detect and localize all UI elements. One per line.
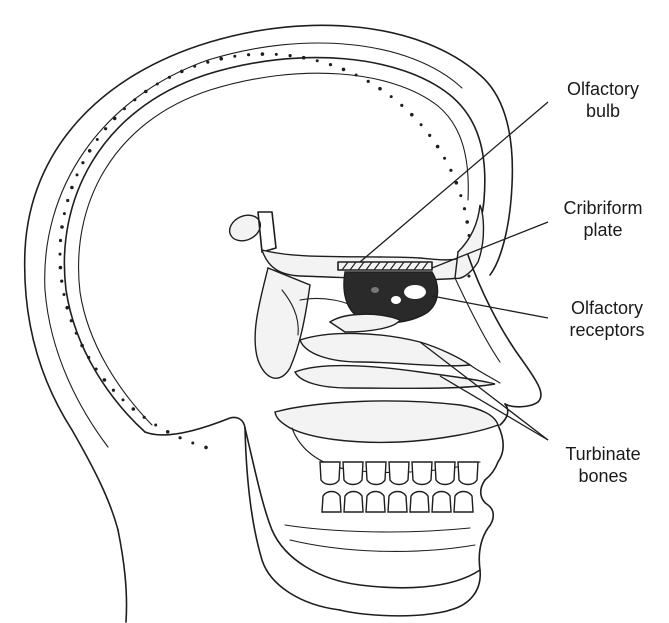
lower-tooth bbox=[410, 492, 429, 513]
upper-tooth bbox=[366, 462, 386, 485]
diploe-dot bbox=[367, 80, 370, 83]
lower-tooth bbox=[366, 492, 385, 513]
diploe-dot bbox=[59, 253, 62, 256]
diploe-dot bbox=[144, 90, 148, 94]
label-turbinate-bones: Turbinate bones bbox=[548, 443, 658, 487]
upper-tooth bbox=[320, 462, 340, 485]
upper-teeth bbox=[320, 462, 478, 485]
label-olfactory-bulb: Olfactory bulb bbox=[548, 78, 658, 122]
diploe-dot bbox=[143, 416, 146, 419]
diploe-dot bbox=[247, 53, 250, 56]
diploe-dot bbox=[59, 239, 62, 242]
diploe-dot bbox=[191, 442, 194, 445]
label-olfactory-bulb-line1: Olfactory bbox=[548, 78, 658, 100]
diploe-dot bbox=[88, 149, 92, 153]
diploe-dot bbox=[166, 430, 170, 434]
diploe-dot bbox=[428, 134, 431, 137]
lower-tooth bbox=[322, 492, 341, 513]
upper-tooth bbox=[412, 462, 432, 485]
diploe-dot bbox=[193, 65, 196, 68]
diploe-dot bbox=[81, 161, 84, 164]
label-cribriform-plate-line2: plate bbox=[548, 219, 658, 241]
diploe-dot bbox=[436, 145, 440, 149]
diploe-dot bbox=[70, 186, 74, 190]
leader-cribriform-plate bbox=[432, 222, 548, 268]
diploe-dot bbox=[233, 55, 236, 58]
diploe-dot bbox=[59, 266, 63, 270]
diploe-dot bbox=[113, 117, 117, 121]
lower-teeth bbox=[322, 492, 473, 513]
diploe-dot bbox=[467, 275, 470, 278]
label-cribriform-plate: Cribriform plate bbox=[548, 197, 658, 241]
diploe-dot bbox=[420, 123, 423, 126]
diploe-dot bbox=[459, 194, 462, 197]
diploe-dot bbox=[112, 389, 115, 392]
label-olfactory-receptors-line1: Olfactory bbox=[548, 297, 666, 319]
diploe-dot bbox=[390, 95, 393, 98]
upper-tooth bbox=[435, 462, 455, 485]
neck-outline bbox=[118, 417, 340, 622]
diploe-dot bbox=[206, 61, 209, 64]
label-olfactory-receptors-line2: receptors bbox=[548, 319, 666, 341]
diploe-dot bbox=[154, 424, 157, 427]
diploe-dot bbox=[65, 306, 69, 310]
diploe-dot bbox=[261, 52, 265, 56]
leader-olfactory-receptors bbox=[432, 296, 548, 318]
upper-tooth bbox=[343, 462, 363, 485]
diploe-dot bbox=[75, 332, 78, 335]
diploe-dot bbox=[104, 127, 107, 130]
diploe-dot bbox=[80, 344, 84, 348]
diploe-dot bbox=[63, 212, 66, 215]
diploe-dot bbox=[70, 319, 73, 322]
diploe-dot bbox=[400, 104, 403, 107]
diploe-dot bbox=[66, 199, 69, 202]
diploe-dot bbox=[204, 446, 208, 450]
diploe-dot bbox=[103, 378, 107, 382]
diploe-dot bbox=[329, 63, 332, 66]
label-olfactory-bulb-line2: bulb bbox=[548, 100, 658, 122]
label-olfactory-receptors: Olfactory receptors bbox=[548, 297, 666, 341]
diploe-dot bbox=[156, 83, 159, 86]
diploe-dot bbox=[60, 225, 64, 229]
lower-tooth bbox=[388, 492, 407, 513]
diploe-dot bbox=[179, 436, 182, 439]
diploe-dot bbox=[275, 53, 278, 56]
diploe-dot bbox=[132, 407, 136, 411]
diploe-dot bbox=[449, 169, 452, 172]
label-turbinate-bones-line2: bones bbox=[548, 465, 658, 487]
label-cribriform-plate-line1: Cribriform bbox=[548, 197, 658, 219]
diploe-dot bbox=[87, 356, 90, 359]
diploe-dot bbox=[410, 113, 414, 117]
lower-tooth bbox=[454, 492, 473, 513]
diploe-dot bbox=[123, 107, 126, 110]
diploe-dot bbox=[96, 138, 99, 141]
diploe-dot bbox=[95, 368, 98, 371]
diploe-dot bbox=[133, 98, 136, 101]
label-turbinate-bones-line1: Turbinate bbox=[548, 443, 658, 465]
lower-tooth bbox=[432, 492, 451, 513]
diploe-dot bbox=[76, 173, 79, 176]
diploe-dot bbox=[122, 398, 125, 401]
superior-turbinate bbox=[330, 314, 400, 332]
diploe-dot bbox=[463, 207, 466, 210]
diploe-dot bbox=[219, 57, 223, 61]
diploe-dot bbox=[60, 280, 63, 283]
upper-tooth bbox=[458, 462, 478, 485]
diploe-dot bbox=[302, 56, 306, 60]
diploe-dot bbox=[465, 220, 469, 224]
diploe-dot bbox=[355, 74, 358, 77]
diploe-dot bbox=[443, 157, 446, 160]
diploe-dot bbox=[316, 59, 319, 62]
diploe-dot bbox=[63, 293, 66, 296]
diploe-dot bbox=[378, 87, 382, 91]
diploe-dot bbox=[180, 70, 184, 74]
diploe-dot bbox=[168, 76, 171, 79]
upper-tooth bbox=[389, 462, 409, 485]
diploe-dot bbox=[342, 68, 346, 72]
diploe-dot bbox=[289, 54, 292, 57]
lower-tooth bbox=[344, 492, 363, 513]
